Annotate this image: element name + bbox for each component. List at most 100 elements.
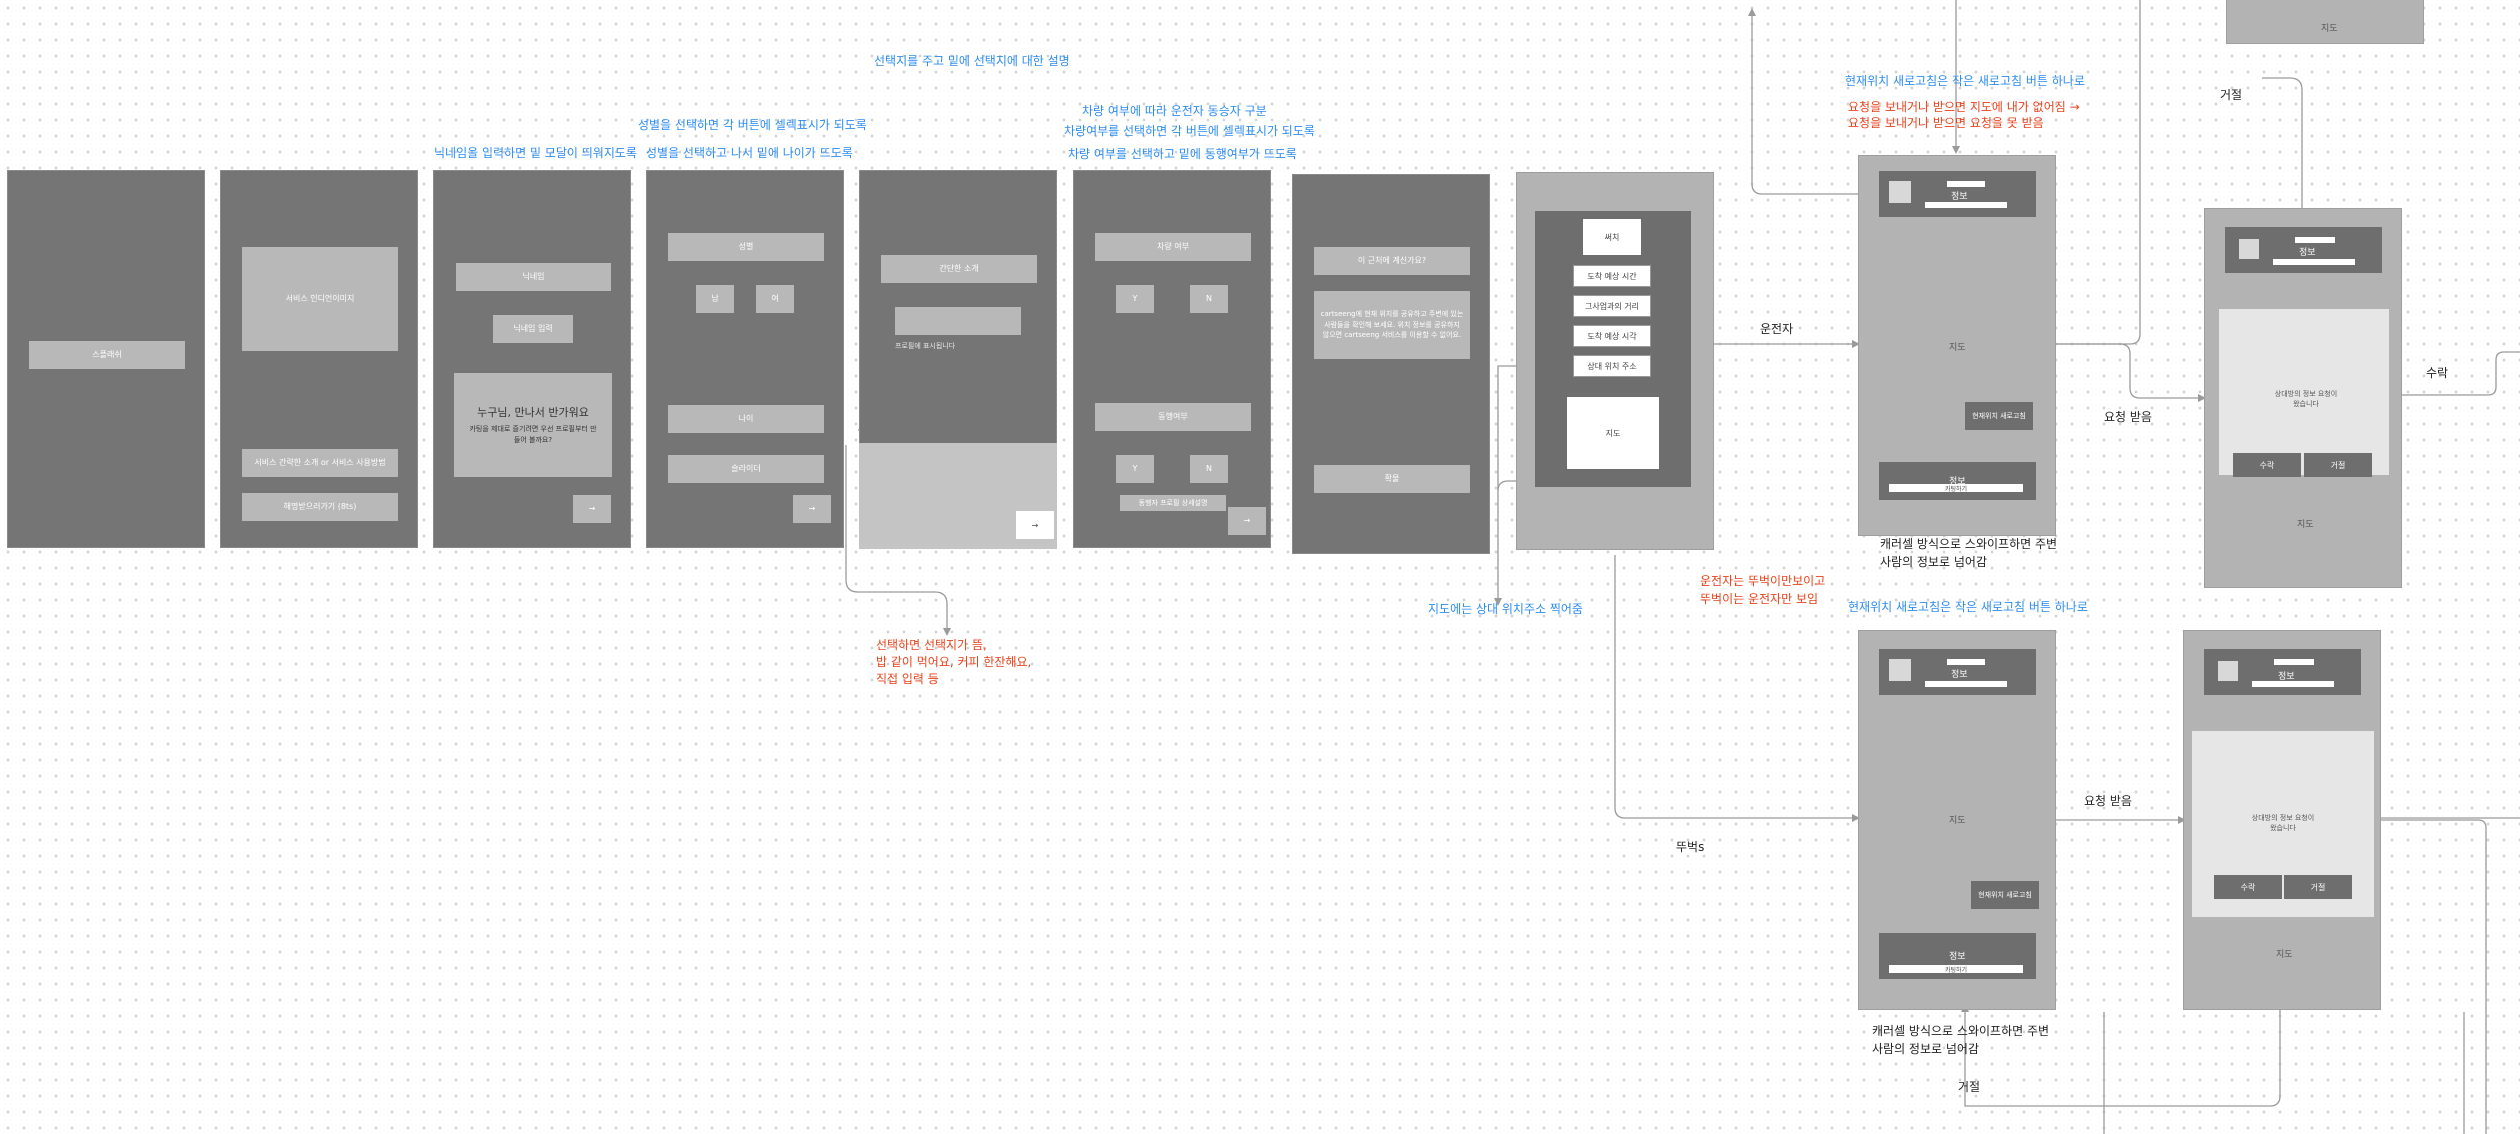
note-driver-visibility-2: 뚜벅이는 운전자만 보임 [1700,592,1819,606]
walker-carting-button[interactable]: 카팅하기 [1889,965,2023,974]
walker-request-modal-text: 상대방의 정보 요청이 왔습니다 [2251,814,2315,832]
label-walker: 뚜벅s [1676,840,1705,854]
intro-text-label: 간단한 소개 [881,255,1037,283]
location-title: 이 근처에 계신가요? [1314,247,1470,275]
splash-label: 스플래쉬 [29,341,185,369]
location-agree-button[interactable]: 확물 [1314,465,1470,493]
note-carousel-top-1: 캐러셀 방식으로 스와이프하면 주변 [1880,537,2058,551]
note-driver-visibility-1: 운전자는 뚜벅이만보이고 [1700,574,1826,588]
driver-request-reject-button[interactable]: 거절 [2304,453,2372,477]
intro-text-next-button[interactable]: → [1016,511,1054,539]
note-carousel-bottom-2: 사람의 정보로 넘어감 [1872,1042,1979,1056]
driver-request-info-label: 정보 [2299,248,2316,258]
gender-female-button[interactable]: 여 [756,285,794,313]
screen-search: 써치 도착 예상 시간 그사업과의 거리 도착 예상 시각 상대 위치 주소 지… [1516,172,1714,550]
screen-nickname: 닉네임 닉네임 입력 누구님, 만나서 반가워요 카팅을 제대로 즐기려면 우선… [433,170,631,548]
gender-next-button[interactable]: → [793,495,831,523]
nickname-input[interactable]: 닉네임 입력 [493,315,573,343]
label-request-received-bottom: 요청 받음 [2084,794,2132,808]
driver-request-modal-text: 상대방의 정보 요청이 왔습니다 [2274,390,2338,408]
intro-login-button[interactable]: 해명받으러가기 (8ts) [242,493,398,521]
intro-image: 서비스 인디언이미지 [242,247,398,351]
note-request-2: 요청을 보내거나 받으면 요청을 못 받음 [1848,116,2044,130]
walker-request-map-label: 지도 [2276,950,2293,960]
welcome-modal-body: 카팅을 제대로 즐기려면 우선 프로필부터 만들어 볼까요? [469,425,597,444]
welcome-modal-title: 누구님, 만나서 반가워요 [477,405,589,419]
screen-car: 차량 여부 Y N 동행여부 Y N 동행자 프로필 상세설명 → [1073,170,1271,548]
note-car-together: 차량 여부를 선택하고 밑에 동행여부가 뜨도록 [1068,147,1297,161]
intro-text-input[interactable] [895,307,1021,335]
search-arrival-field: 도착 예상 시각 [1573,325,1651,347]
search-address-field: 상대 위치 주소 [1573,355,1651,377]
driver-bottom-info: 정보 [1949,477,1966,487]
screen-location: 이 근처에 계신가요? cartseeng에 현재 위치를 공유하고 주변에 있… [1292,174,1490,554]
search-map[interactable]: 지도 [1567,397,1659,469]
car-no-button[interactable]: N [1190,285,1228,313]
note-refresh-top: 현재위치 새로고침은 작은 새로고침 버튼 하나로 [1845,74,2085,88]
intro-text-hint: 프로필에 표시됩니다 [895,342,956,350]
together-no-button[interactable]: N [1190,455,1228,483]
driver-map-label: 지도 [1949,343,1966,353]
note-refresh-bottom: 현재위치 새로고침은 작은 새로고침 버튼 하나로 [1848,600,2088,614]
gender-label: 성별 [668,233,824,261]
driver-info-label: 정보 [1951,192,1968,202]
together-yes-button[interactable]: Y [1116,455,1154,483]
note-request-1: 요청을 보내거나 받으면 지도에 내가 없어짐 → [1848,100,2080,114]
screen-gender: 성별 남 여 나이 슬라이더 → [646,170,844,548]
screen-intro-text: 간단한 소개 프로필에 표시됩니다 → [859,170,1057,549]
search-button[interactable]: 써치 [1583,219,1641,255]
walker-info-label: 정보 [1951,670,1968,680]
search-eta-field: 도착 예상 시간 [1573,265,1651,287]
age-label: 나이 [668,405,824,433]
search-distance-field: 그사업과의 거리 [1573,295,1651,317]
walker-map-label: 지도 [1949,816,1966,826]
together-label: 동행여부 [1095,403,1251,431]
walker-request-accept-button[interactable]: 수락 [2214,875,2282,899]
note-choice-popup-2: 밥 같이 먹어요, 커피 한잔해요, [876,655,1032,669]
driver-bottom-card [1879,462,2036,500]
note-carousel-top-2: 사람의 정보로 넘어감 [1880,555,1987,569]
screen-driver-map: 정보 지도 현재위치 새로고침 정보 카팅하기 [1858,155,2056,536]
screen-walker-request: 정보 상대방의 정보 요청이 왔습니다 수락 거절 지도 [2183,630,2381,1010]
car-yes-button[interactable]: Y [1116,285,1154,313]
location-body: cartseeng에 현재 위치를 공유하고 주변에 있는 사람들을 확인해 보… [1314,291,1470,359]
label-request-received-top: 요청 받음 [2104,410,2152,424]
gender-male-button[interactable]: 남 [696,285,734,313]
note-carousel-bottom-1: 캐러셀 방식으로 스와이프하면 주변 [1872,1024,2050,1038]
note-nickname-modal: 닉네임을 입력하면 밑 모달이 띄워지도록 [434,146,637,160]
screen-intro: 서비스 인디언이미지 서비스 간략한 소개 or 서비스 사용방법 해명받으러가… [220,170,418,548]
note-choice-desc: 선택지를 주고 밑에 선택지에 대한 설명 [874,54,1070,68]
driver-request-map-label: 지도 [2297,520,2314,530]
note-car-driver: 차량 여부에 따라 운전자 동승자 구분 [1082,104,1267,118]
nickname-next-button[interactable]: → [573,495,611,523]
driver-carting-button[interactable]: 카팅하기 [1889,484,2023,493]
driver-avatar [1889,181,1911,203]
screen-splash: 스플래쉬 [7,170,205,548]
walker-bottom-info: 정보 [1949,952,1966,962]
label-reject-top: 거절 [2220,88,2243,102]
note-car-select: 차량여부를 선택하면 각 버튼에 셀렉표시가 되도록 [1064,124,1315,138]
driver-request-modal [2219,309,2389,475]
car-next-button[interactable]: → [1228,507,1266,535]
walker-request-info-label: 정보 [2278,672,2295,682]
note-map-address: 지도에는 상대 위치주소 찍어줌 [1428,602,1583,616]
walker-request-reject-button[interactable]: 거절 [2284,875,2352,899]
label-driver: 운전자 [1760,322,1794,336]
driver-request-accept-button[interactable]: 수락 [2233,453,2301,477]
age-slider[interactable]: 슬라이더 [668,455,824,483]
label-reject-bottom: 거절 [1958,1080,1981,1094]
together-detail: 동행자 프로필 상세설명 [1120,495,1226,511]
note-choice-popup-3: 직접 입력 등 [876,672,939,686]
welcome-modal: 누구님, 만나서 반가워요 카팅을 제대로 즐기려면 우선 프로필부터 만들어 … [454,373,612,477]
screen-partial-top: 지도 [2226,0,2424,44]
note-gender-age: 성별을 선택하고 나서 밑에 나이가 뜨도록 [646,146,853,160]
nickname-label: 닉네임 [456,263,611,291]
screen-walker-map: 정보 지도 현재위치 새로고침 정보 카팅하기 [1858,630,2056,1010]
note-gender-select: 성별을 선택하면 각 버튼에 셀렉표시가 되도록 [638,118,867,132]
screen-driver-request: 정보 상대방의 정보 요청이 왔습니다 수락 거절 지도 [2204,208,2402,588]
walker-avatar [1889,659,1911,681]
note-choice-popup-1: 선택하면 선택지가 뜸, [876,638,987,652]
driver-refresh-button[interactable]: 현재위치 새로고침 [1965,402,2033,430]
walker-refresh-button[interactable]: 현재위치 새로고침 [1971,881,2039,909]
